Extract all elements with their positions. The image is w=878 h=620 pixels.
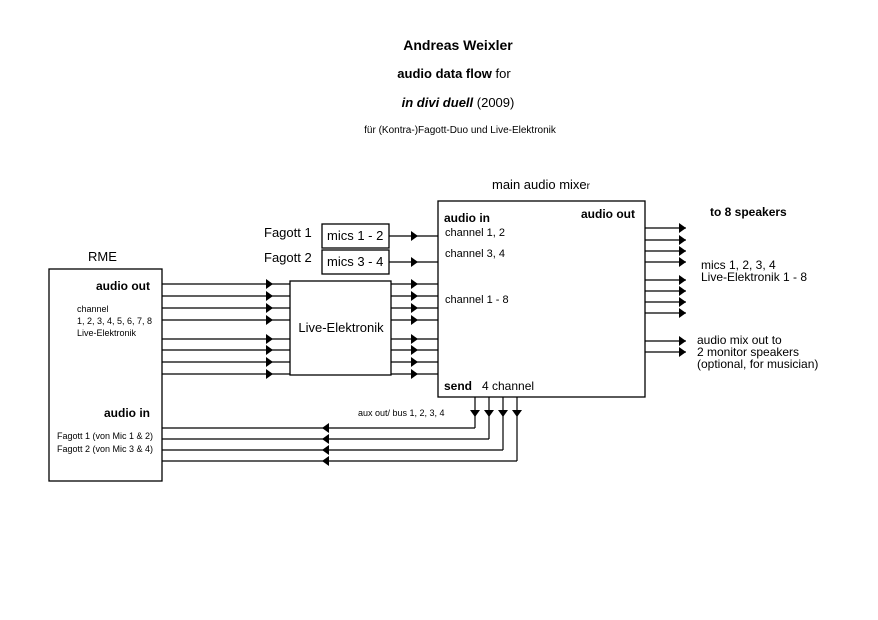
work-title-name: in divi duell — [401, 95, 474, 110]
speaker-out-arrow — [679, 297, 686, 307]
live-out-arrow — [411, 357, 418, 367]
live-out-arrow — [411, 303, 418, 313]
rme-out-arrow — [266, 369, 273, 379]
mixer-title-main: main audio mixe — [492, 177, 587, 192]
mixer-channel-1-2: channel 1, 2 — [445, 227, 505, 239]
diagram-subtitle: audio data flow for — [397, 66, 511, 82]
speaker-out-arrow — [679, 246, 686, 256]
rme-out-arrow — [266, 315, 273, 325]
mixer-title-end: r — [586, 181, 590, 192]
work-year: (2009) — [473, 95, 515, 110]
mics-1-2-arrow — [411, 231, 418, 241]
mics-3-4-arrow — [411, 257, 418, 267]
work-description: für (Kontra-)Fagott-Duo und Live-Elektro… — [364, 125, 556, 136]
rme-out-arrow — [266, 291, 273, 301]
monitor-line-2: 2 monitor speakers — [697, 345, 800, 359]
rme-channel-word: channel — [77, 304, 109, 314]
rme-audio-in-label: audio in — [104, 406, 150, 420]
mixer-audio-out-label: audio out — [581, 207, 635, 221]
speaker-out-arrow — [679, 286, 686, 296]
live-out-arrow — [411, 315, 418, 325]
live-elektronik-box — [289, 280, 392, 376]
subtitle-bold: audio data flow — [397, 66, 492, 81]
author-name: Andreas Weixler — [403, 37, 513, 53]
arrowheads — [266, 223, 686, 466]
live-elektronik-label: Live-Elektronik — [298, 320, 384, 335]
rme-label: RME — [88, 249, 117, 264]
mixer-send-label: send — [444, 379, 473, 393]
live-out-arrow — [411, 291, 418, 301]
rme-audio-out-label: audio out — [96, 279, 150, 293]
fagott2-label: Fagott 2 — [264, 250, 312, 265]
live-out-arrow — [411, 345, 418, 355]
speaker-out-arrow — [679, 223, 686, 233]
to-8-speakers-label: to 8 speakers — [710, 205, 787, 219]
monitor-line-1: audio mix out to — [697, 333, 782, 347]
rme-in-arrow — [322, 445, 329, 455]
rme-live-elektronik: Live-Elektronik — [77, 328, 137, 338]
subtitle-rest: for — [491, 66, 511, 81]
speaker-out-arrow — [679, 275, 686, 285]
live-out-arrow — [411, 369, 418, 379]
speaker-out-arrow — [679, 257, 686, 267]
rme-out-arrow — [266, 357, 273, 367]
rme-fagott2-input: Fagott 2 (von Mic 3 & 4) — [57, 444, 154, 454]
rme-fagott1-input: Fagott 1 (von Mic 1 & 2) — [57, 431, 154, 441]
mixer-send-channels: 4 channel — [482, 379, 535, 393]
send-bus-arrow — [470, 410, 480, 417]
rme-out-arrow — [266, 334, 273, 344]
speaker-out-arrow — [679, 308, 686, 318]
aux-out-label: aux out/ bus 1, 2, 3, 4 — [358, 408, 445, 418]
monitor-line-3: (optional, for musician) — [697, 357, 819, 371]
rme-out-arrow — [266, 345, 273, 355]
main-mixer-box — [437, 200, 646, 398]
rme-channel-numbers: 1, 2, 3, 4, 5, 6, 7, 8 — [77, 316, 153, 326]
mixer-channel-1-8: channel 1 - 8 — [445, 294, 509, 306]
output-live-elektronik-label: Live-Elektronik 1 - 8 — [701, 270, 808, 284]
rme-box — [48, 268, 163, 482]
mixer-audio-in-label: audio in — [444, 211, 490, 225]
send-bus-arrow — [498, 410, 508, 417]
mixer-title: main audio mixer — [492, 177, 590, 193]
monitor-out-arrow — [679, 336, 686, 346]
send-bus-arrow — [512, 410, 522, 417]
speaker-out-arrow — [679, 235, 686, 245]
rme-in-arrow — [322, 456, 329, 466]
live-out-arrow — [411, 279, 418, 289]
mics-1-2-label: mics 1 - 2 — [327, 228, 384, 243]
rme-out-arrow — [266, 303, 273, 313]
mixer-channel-3-4: channel 3, 4 — [445, 248, 505, 260]
rme-in-arrow — [322, 423, 329, 433]
rme-out-arrow — [266, 279, 273, 289]
work-title: in divi duell (2009) — [401, 95, 515, 111]
rme-in-arrow — [322, 434, 329, 444]
mics-3-4-label: mics 3 - 4 — [327, 254, 384, 269]
connection-lines — [162, 227, 686, 462]
live-out-arrow — [411, 334, 418, 344]
monitor-out-arrow — [679, 347, 686, 357]
send-bus-arrow — [484, 410, 494, 417]
output-mics-label: mics 1, 2, 3, 4 — [701, 258, 776, 272]
fagott1-label: Fagott 1 — [264, 225, 312, 240]
